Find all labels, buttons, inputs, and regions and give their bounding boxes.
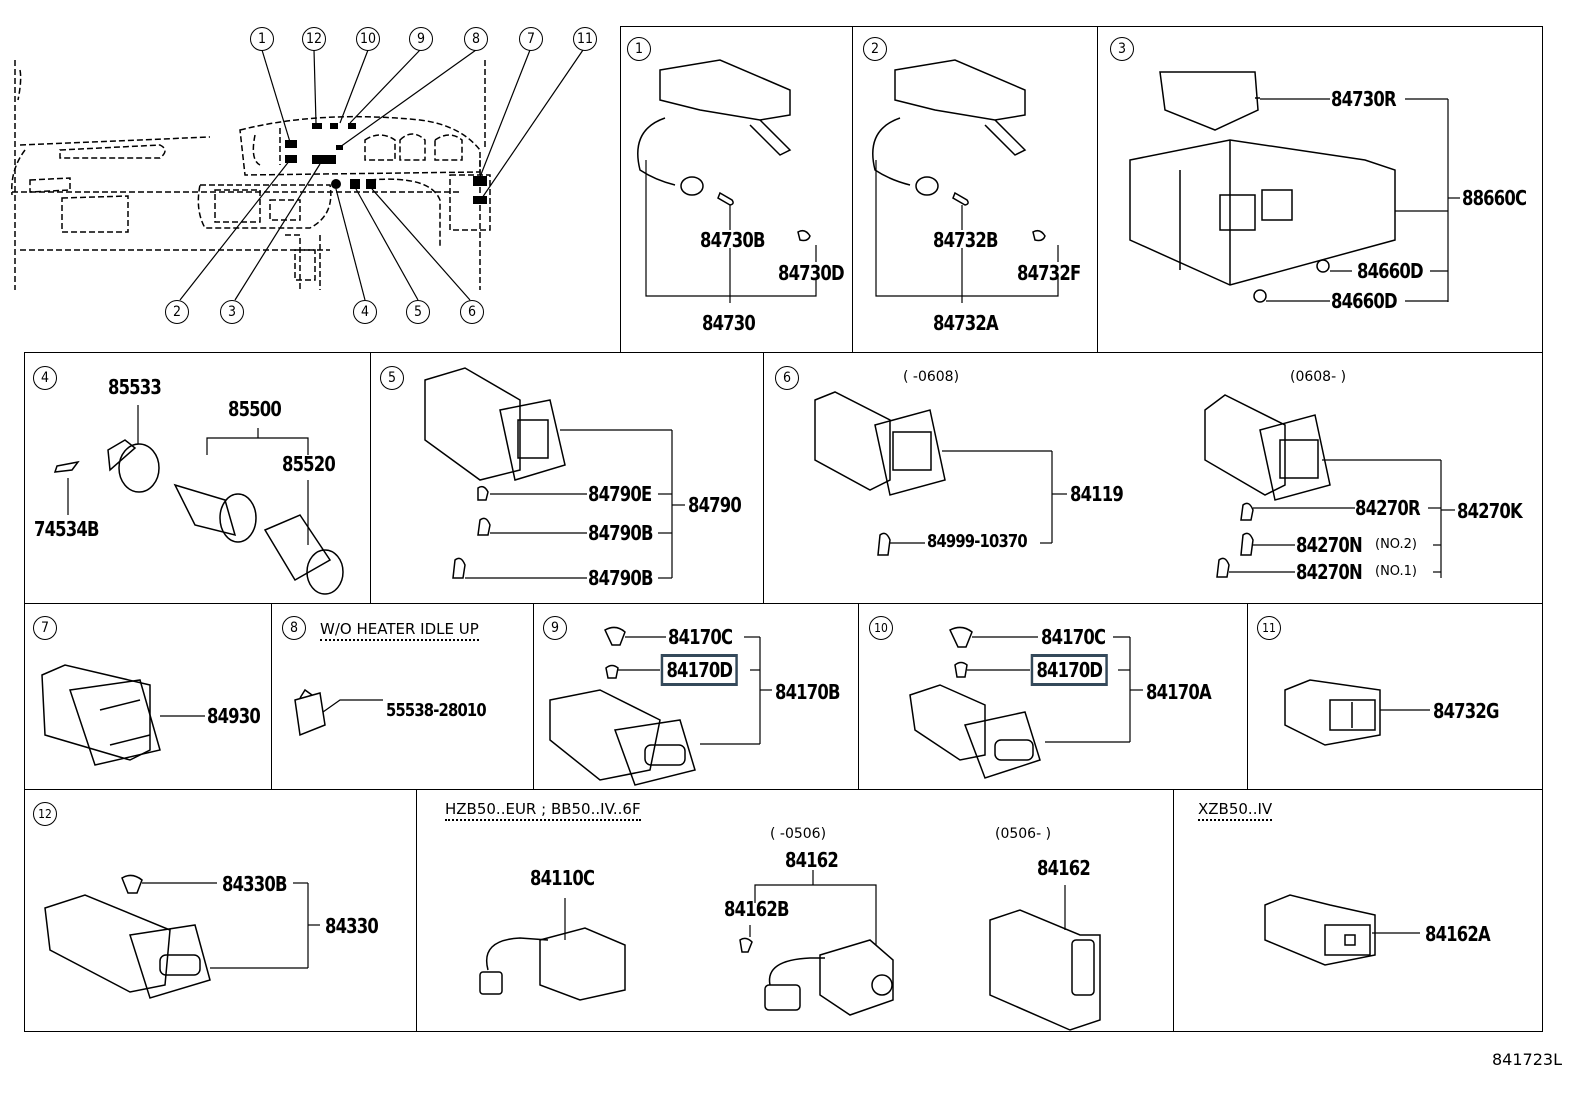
range-label-6-right: (0608- )	[1290, 369, 1347, 385]
panel-7	[24, 603, 273, 791]
range-label-13-left: ( -0506)	[770, 826, 827, 842]
overview-callout-4: 4	[353, 300, 377, 324]
part-84170D-9-highlighted[interactable]: 84170D	[660, 654, 738, 686]
part-84270N-no1[interactable]: 84270N	[1296, 560, 1363, 584]
part-84270N-no2[interactable]: 84270N	[1296, 533, 1363, 557]
part-85500[interactable]: 85500	[228, 397, 282, 421]
panel-number-5: 5	[380, 366, 404, 390]
part-84162-right[interactable]: 84162	[1037, 856, 1091, 880]
panel-number-1: 1	[627, 37, 651, 61]
overview-callout-7: 7	[519, 27, 543, 51]
condition-label-14: XZB50..IV	[1198, 800, 1273, 821]
part-84790B-2[interactable]: 84790B	[588, 566, 653, 590]
part-84732B[interactable]: 84732B	[933, 228, 998, 252]
overview-callout-8: 8	[464, 27, 488, 51]
part-84170D-10-highlighted[interactable]: 84170D	[1030, 654, 1108, 686]
overview-callout-1: 1	[250, 27, 274, 51]
part-88660C[interactable]: 88660C	[1462, 186, 1527, 210]
part-85533[interactable]: 85533	[108, 375, 162, 399]
panel-5	[370, 352, 765, 605]
condition-label-13: HZB50..EUR ; BB50..IV..6F	[445, 800, 641, 821]
part-84730D[interactable]: 84730D	[778, 261, 845, 285]
part-84660D-2[interactable]: 84660D	[1331, 289, 1398, 313]
part-84660D-1[interactable]: 84660D	[1357, 259, 1424, 283]
diagram-code: 841723L	[1492, 1050, 1562, 1069]
panel-number-2: 2	[863, 37, 887, 61]
panel-14	[1173, 789, 1543, 1032]
overview-callout-6: 6	[460, 300, 484, 324]
part-84790E[interactable]: 84790E	[588, 482, 652, 506]
panel-number-9: 9	[543, 616, 567, 640]
part-84170A[interactable]: 84170A	[1146, 680, 1212, 704]
panel-number-4: 4	[33, 366, 57, 390]
panel-6	[763, 352, 1543, 605]
part-84270K[interactable]: 84270K	[1457, 499, 1523, 523]
overview-callout-12: 12	[302, 27, 326, 51]
part-84162A[interactable]: 84162A	[1425, 922, 1491, 946]
overview-panel	[0, 0, 620, 355]
note-no1: (NO.1)	[1375, 564, 1417, 579]
panel-2	[852, 26, 1099, 354]
panel-11	[1247, 603, 1543, 791]
overview-callout-11: 11	[573, 27, 597, 51]
part-84730B[interactable]: 84730B	[700, 228, 765, 252]
part-84162B[interactable]: 84162B	[724, 897, 789, 921]
condition-label-8: W/O HEATER IDLE UP	[320, 620, 479, 641]
part-84170B[interactable]: 84170B	[775, 680, 840, 704]
part-84110C[interactable]: 84110C	[530, 866, 595, 890]
range-label-6-left: ( -0608)	[903, 369, 960, 385]
panel-number-6: 6	[775, 366, 799, 390]
part-84732A[interactable]: 84732A	[933, 311, 999, 335]
panel-number-8: 8	[282, 616, 306, 640]
overview-callout-2: 2	[165, 300, 189, 324]
part-84170C-9[interactable]: 84170C	[668, 625, 733, 649]
panel-12	[24, 789, 418, 1032]
panel-number-7: 7	[33, 616, 57, 640]
range-label-13-right: (0506- )	[995, 826, 1052, 842]
part-85520[interactable]: 85520	[282, 452, 336, 476]
overview-callout-10: 10	[356, 27, 380, 51]
overview-callout-9: 9	[409, 27, 433, 51]
panel-number-11: 11	[1257, 616, 1281, 640]
panel-number-10: 10	[869, 616, 893, 640]
part-84730[interactable]: 84730	[702, 311, 756, 335]
part-84930[interactable]: 84930	[207, 704, 261, 728]
overview-callout-5: 5	[406, 300, 430, 324]
panel-number-3: 3	[1110, 37, 1134, 61]
part-84730R[interactable]: 84730R	[1331, 87, 1397, 111]
part-84790B-1[interactable]: 84790B	[588, 521, 653, 545]
part-84270R[interactable]: 84270R	[1355, 496, 1421, 520]
part-84162-left[interactable]: 84162	[785, 848, 839, 872]
panel-number-12: 12	[33, 802, 57, 826]
panel-1	[620, 26, 854, 354]
part-84119[interactable]: 84119	[1070, 482, 1124, 506]
panel-4	[24, 352, 372, 605]
part-55538-28010[interactable]: 55538-28010	[386, 700, 487, 721]
part-84330[interactable]: 84330	[325, 914, 379, 938]
part-84732F[interactable]: 84732F	[1017, 261, 1081, 285]
part-84170C-10[interactable]: 84170C	[1041, 625, 1106, 649]
part-84330B[interactable]: 84330B	[222, 872, 287, 896]
note-no2: (NO.2)	[1375, 537, 1417, 552]
part-84732G[interactable]: 84732G	[1433, 699, 1499, 723]
part-84790[interactable]: 84790	[688, 493, 742, 517]
part-84999-10370[interactable]: 84999-10370	[927, 531, 1028, 552]
overview-callout-3: 3	[220, 300, 244, 324]
part-74534B[interactable]: 74534B	[34, 517, 99, 541]
